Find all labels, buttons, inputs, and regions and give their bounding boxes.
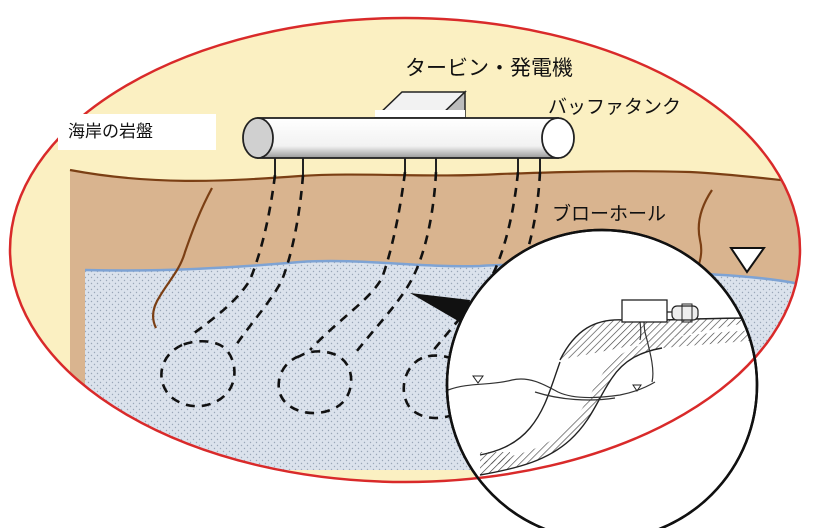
magnifier-pointer xyxy=(410,293,470,325)
label-blowhole: ブローホール xyxy=(552,203,667,225)
water-level-triangle-icon xyxy=(729,247,766,274)
label-coastal-rock: 海岸の岩盤 xyxy=(58,114,216,150)
rock-crack xyxy=(151,187,213,329)
ground-surface-line xyxy=(69,168,800,184)
buffer-tank-icon xyxy=(242,117,575,159)
label-turbine-generator: タービン・発電機 xyxy=(405,56,573,80)
scene-outline xyxy=(8,16,802,484)
label-buffer-tank: バッファタンク xyxy=(548,96,682,118)
